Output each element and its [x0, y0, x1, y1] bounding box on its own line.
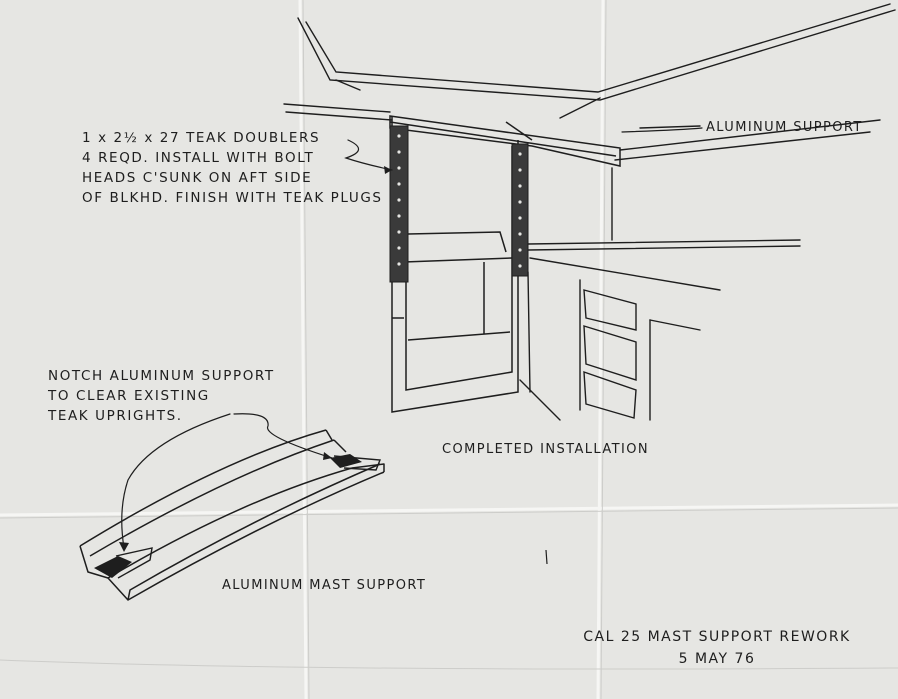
- teak-doubler-left: [389, 125, 409, 283]
- mast-support-caption: ALUMINUM MAST SUPPORT: [222, 578, 427, 593]
- aluminum-support-beam: [389, 115, 621, 167]
- notch-note: NOTCH ALUMINUM SUPPORT TO CLEAR EXISTING…: [48, 366, 275, 426]
- galley-cabinets: [519, 167, 801, 421]
- doublers-note-line-3: HEADS C'SUNK ON AFT SIDE: [82, 170, 313, 186]
- cabin-overhead: [283, 3, 896, 161]
- installation-caption: COMPLETED INSTALLATION: [442, 442, 649, 457]
- support-notch-cuts: [115, 455, 382, 579]
- drawing-date: 5 MAY 76: [678, 651, 756, 667]
- doublers-note-line-1: 1 x 2½ x 27 TEAK DOUBLERS: [82, 130, 321, 146]
- doublers-note-line-2: 4 REQD. INSTALL WITH BOLT: [82, 150, 315, 166]
- notch-note-line-3: TEAK UPRIGHTS.: [48, 408, 183, 424]
- aluminum-support-label: ALUMINUM SUPPORT: [706, 120, 863, 135]
- notch-note-line-2: TO CLEAR EXISTING: [48, 388, 210, 404]
- teak-doubler-right: [511, 143, 529, 277]
- doublers-note: 1 x 2½ x 27 TEAK DOUBLERS 4 REQD. INSTAL…: [82, 128, 383, 208]
- aluminum-mast-support: [79, 429, 385, 601]
- bulkhead-opening: [391, 116, 519, 413]
- drawing-title: CAL 25 MAST SUPPORT REWORK: [583, 629, 851, 645]
- doublers-note-line-4: OF BLKHD. FINISH WITH TEAK PLUGS: [82, 190, 383, 206]
- leader-arrowheads: [119, 166, 392, 552]
- title-block: CAL 25 MAST SUPPORT REWORK 5 MAY 76: [572, 626, 862, 670]
- support-notches: [94, 454, 362, 578]
- pencil-tick: [545, 549, 548, 565]
- leader-lines: [121, 127, 703, 549]
- notch-note-line-1: NOTCH ALUMINUM SUPPORT: [48, 368, 275, 384]
